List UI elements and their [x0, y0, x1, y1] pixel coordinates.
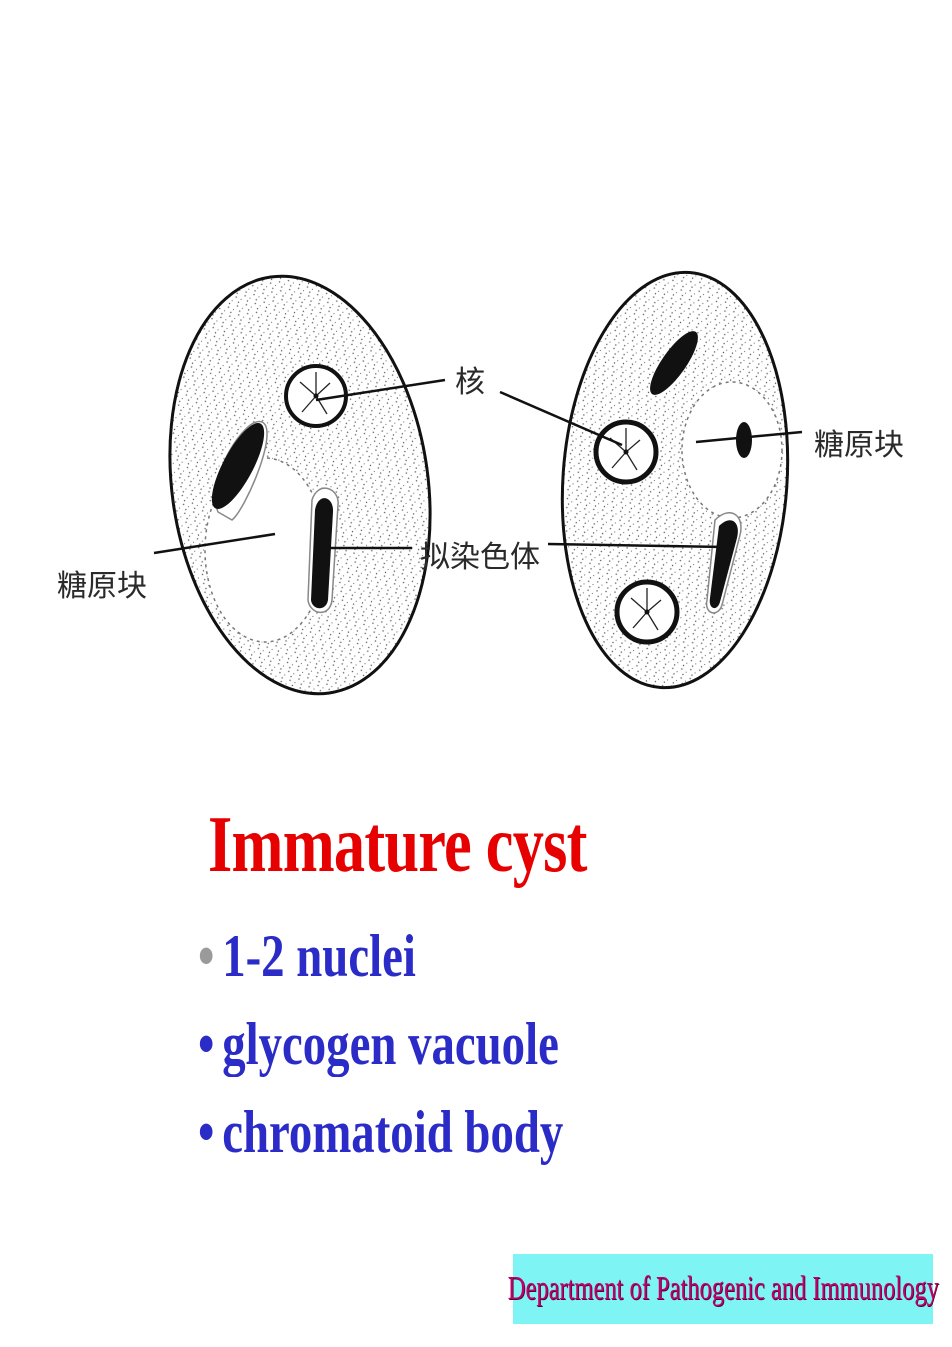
slide-title: Immature cyst: [208, 801, 587, 889]
right-nucleus-lower: [614, 579, 680, 645]
department-banner: Department of Pathogenic and Immunology: [507, 1254, 939, 1324]
right-glycogen-dot: [736, 422, 752, 458]
right-chromatoid-upper: [650, 331, 698, 395]
label-glycogen-left: 糖原块: [57, 569, 147, 604]
bullet-text-nuclei: 1-2 nuclei: [222, 923, 416, 989]
bullet-text-glycogen: glycogen vacuole: [222, 1011, 559, 1077]
right-glycogen-vacuole: [681, 381, 783, 519]
right-chromatoid-lower: [705, 512, 742, 614]
bullet-item: •chromatoid body: [198, 1098, 563, 1167]
bullet-item: •1-2 nuclei: [198, 922, 416, 991]
cyst-diagram: 核 糖原块 拟染色体 糖原块: [57, 270, 904, 696]
right-cyst: [560, 270, 790, 690]
right-cyst-body: [560, 270, 790, 690]
right-nucleus-upper: [593, 419, 659, 485]
bullet-text-chromatoid: chromatoid body: [222, 1099, 564, 1165]
left-cyst: [168, 274, 432, 696]
label-nucleus: 核: [455, 365, 485, 400]
left-nucleus: [284, 364, 348, 428]
bullet-marker: •: [198, 1011, 215, 1077]
left-chromatoid-lower: [307, 487, 339, 614]
leader-lines: [153, 378, 803, 555]
label-glycogen-right: 糖原块: [814, 428, 904, 463]
left-chromatoid-upper: [211, 420, 268, 521]
bullet-marker: •: [198, 1099, 215, 1165]
bullet-item: •glycogen vacuole: [198, 1010, 559, 1079]
department-name: Department of Pathogenic and Immunology: [507, 1270, 939, 1307]
label-chromatoid: 拟染色体: [420, 540, 540, 575]
bullet-marker: •: [198, 923, 215, 989]
